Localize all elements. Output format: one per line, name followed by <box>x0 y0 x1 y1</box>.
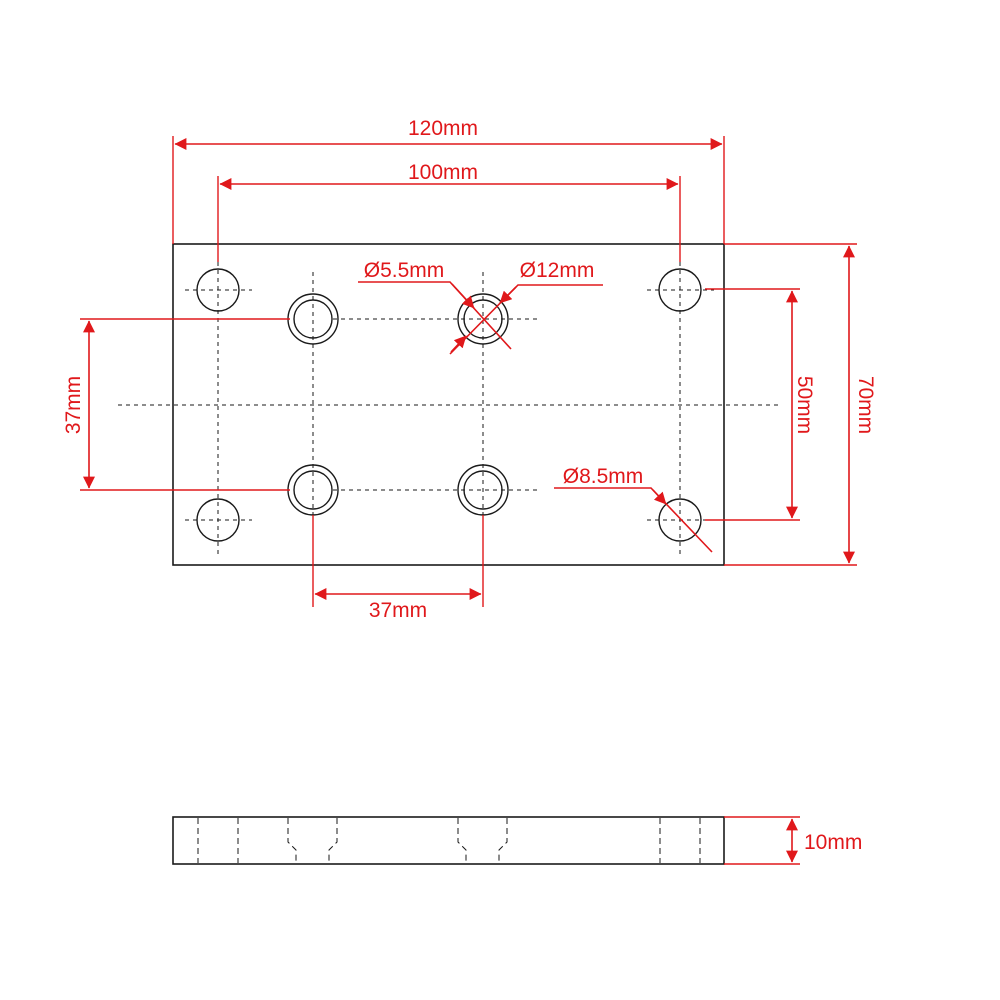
dim-label-37-vertical: 37mm <box>62 376 85 434</box>
dim-label-hole-spacing-length: 100mm <box>408 161 478 184</box>
corner-hole-br <box>658 498 702 542</box>
dim-label-counterbore: Ø12mm <box>520 259 595 282</box>
plate-outline <box>172 243 725 566</box>
dim-label-37-horizontal: 37mm <box>369 599 427 622</box>
side-view <box>172 816 725 865</box>
leader-counterbore <box>449 284 603 355</box>
dimensions-side-view: 10mm <box>724 816 862 865</box>
hidden-counterbore-2-left <box>287 818 297 863</box>
dim-label-through-hole: Ø5.5mm <box>364 259 445 282</box>
leader-counterbore-arrow <box>499 286 517 304</box>
counterbore-inner-br <box>463 470 503 510</box>
leader-corner-hole-arrow <box>652 489 667 505</box>
corner-holes <box>196 268 702 542</box>
corner-hole-tr <box>658 268 702 312</box>
dim-label-overall-width: 70mm <box>854 376 877 434</box>
leader-counterbore-arrow-2 <box>450 335 467 353</box>
counterbore-inner-bl <box>293 470 333 510</box>
dim-label-thickness: 10mm <box>804 831 862 854</box>
corner-hole-tl <box>196 268 240 312</box>
dim-label-overall-length: 120mm <box>408 117 478 140</box>
hidden-counterbore-3-right <box>498 818 508 863</box>
counterbore-inner-tr <box>463 299 503 339</box>
hidden-counterbore-2-right <box>328 818 338 863</box>
center-lines <box>118 246 782 555</box>
side-view-outline <box>172 816 725 865</box>
hidden-counterbore-3-left <box>457 818 467 863</box>
counterbore-inner-tl <box>293 299 333 339</box>
leader-through-hole-arrow <box>451 283 475 309</box>
counterbore-outer-tr <box>457 293 509 345</box>
dim-label-corner-hole: Ø8.5mm <box>563 465 644 488</box>
top-view <box>118 243 782 566</box>
leader-through-hole <box>358 281 512 350</box>
dim-label-hole-spacing-width: 50mm <box>793 376 816 434</box>
corner-hole-bl <box>196 498 240 542</box>
dimensions-top-view: 120mm 100mm Ø5.5mm Ø12mm Ø8.5mm 37mm 37m… <box>62 117 877 622</box>
leader-corner-hole <box>554 487 713 553</box>
